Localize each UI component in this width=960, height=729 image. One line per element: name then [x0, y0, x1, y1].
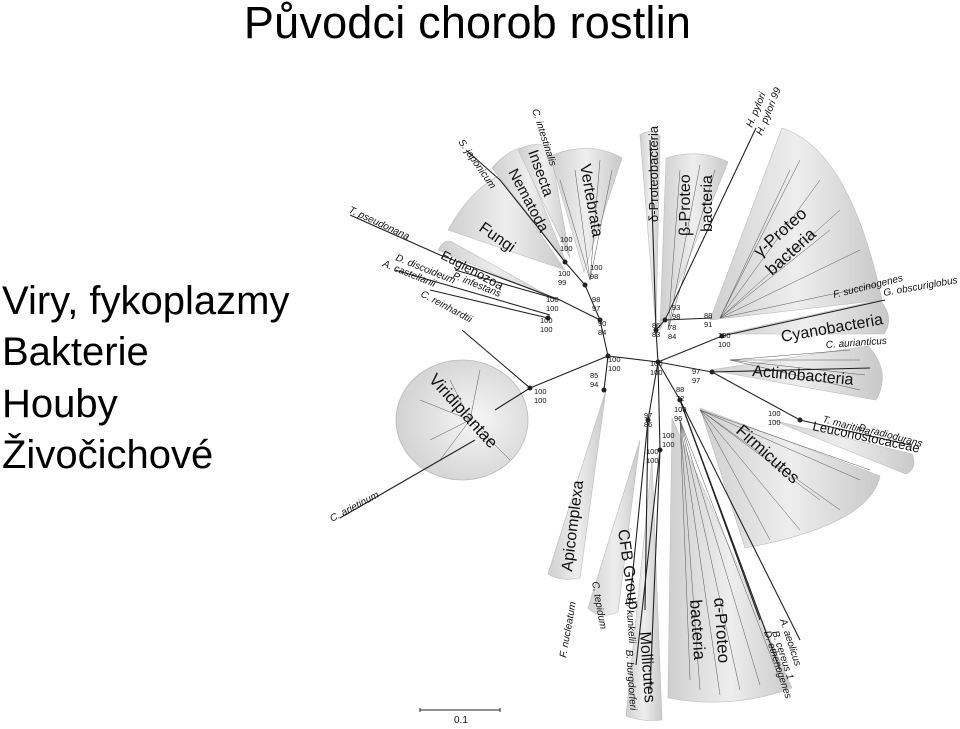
taxon-f-nucleatum: F. nucleatum — [558, 601, 579, 659]
clade-shading — [437, 127, 915, 721]
scale-label: 0.1 — [454, 715, 468, 726]
bootstrap-value: 78 — [668, 323, 676, 332]
taxon-s-japonicum: S. japonicum — [456, 137, 498, 191]
bootstrap-value: 100 — [662, 440, 675, 449]
insecta-cone — [517, 144, 571, 259]
bootstrap-value: 84 — [598, 328, 606, 337]
label-beta-bacteria: bacteria — [699, 175, 716, 232]
bootstrap-value: 100 — [560, 244, 573, 253]
bootstrap-value: 100 — [546, 304, 559, 313]
bootstrap-value: 100 — [650, 368, 663, 377]
bootstrap-value: 98 — [590, 272, 598, 281]
bootstrap-value: 100 — [540, 325, 553, 334]
bootstrap-values: 100 100 100 99 100 98 98 97 100 100 100 … — [534, 235, 781, 465]
viridiplantae-ellipse — [395, 359, 529, 481]
label-delta-proteobacteria: δ-Proteobacteria — [646, 125, 661, 222]
bootstrap-value: 100 — [768, 418, 781, 427]
leuco-cone — [771, 419, 915, 475]
bootstrap-value: 96 — [674, 414, 682, 423]
clade-rays — [419, 159, 876, 696]
label-alpha-bacteria: bacteria — [686, 599, 709, 661]
bootstrap-value: 97 — [692, 376, 700, 385]
taxon-c-arietinum: C. arietinum — [328, 490, 381, 525]
label-alpha-proteo: α-Proteo — [710, 597, 734, 664]
node-dots — [527, 259, 803, 453]
delta-cone — [639, 131, 661, 331]
bootstrap-value: 100 — [674, 405, 687, 414]
bullet-bacteria: Bakterie — [2, 330, 149, 374]
bootstrap-value: 98 — [672, 312, 680, 321]
bootstrap-value: 90 — [598, 319, 606, 328]
euglenozoa-cone — [437, 240, 557, 301]
bootstrap-value: 100 — [768, 409, 781, 418]
bullet-viruses: Viry, fykoplazmy — [2, 279, 290, 323]
bootstrap-value: 100 — [534, 387, 547, 396]
bootstrap-value: 91 — [704, 320, 712, 329]
bootstrap-value: 100 — [540, 316, 553, 325]
bootstrap-value: 100 — [590, 263, 603, 272]
bootstrap-value: 97 — [644, 411, 652, 420]
bootstrap-value: 100 — [718, 340, 731, 349]
bootstrap-value: 88 — [704, 311, 712, 320]
bootstrap-value: 86 — [652, 321, 660, 330]
bullet-fungi: Houby — [2, 382, 118, 426]
apicomplexa-cone — [547, 389, 607, 580]
bootstrap-value: 100 — [608, 355, 621, 364]
slide-title: Původci chorob rostlin — [243, 0, 692, 48]
bootstrap-value: 100 — [646, 447, 659, 456]
bootstrap-value: 99 — [558, 278, 566, 287]
bootstrap-value: 85 — [590, 371, 598, 380]
nematoda-cone — [491, 147, 567, 263]
firmicutes-cone — [699, 407, 881, 549]
cfb-cone — [587, 439, 641, 616]
taxon-b-burgdorferi: B. burgdorferi — [623, 649, 638, 711]
bootstrap-value: 100 — [558, 269, 571, 278]
bootstrap-value: 100 — [662, 431, 675, 440]
bootstrap-value: 84 — [668, 332, 676, 341]
bootstrap-value: 83 — [652, 330, 660, 339]
taxon-c-aurianticus: C. aurianticus — [825, 336, 887, 351]
bootstrap-value: 93 — [672, 303, 680, 312]
bootstrap-value: 100 — [646, 456, 659, 465]
bootstrap-value: 98 — [592, 295, 600, 304]
bootstrap-value: 100 — [608, 364, 621, 373]
bootstrap-value: 100 — [534, 396, 547, 405]
bootstrap-value: 86 — [644, 420, 652, 429]
taxon-t-pseudonana: T. pseudonana — [347, 205, 412, 243]
bootstrap-value: 94 — [590, 380, 598, 389]
bootstrap-value: 100 — [560, 235, 573, 244]
bootstrap-value: 97 — [592, 304, 600, 313]
actino-cone — [709, 345, 883, 401]
bootstrap-value: 97 — [692, 367, 700, 376]
bootstrap-value: 100 — [718, 331, 731, 340]
taxon-s-kunkelii: S. kunkelii — [623, 597, 637, 644]
label-mollicutes: Mollicutes — [636, 631, 658, 703]
bootstrap-value: 100 — [650, 359, 663, 368]
bullet-animals: Živočichové — [2, 433, 214, 477]
bootstrap-value: 72 — [676, 394, 684, 403]
bootstrap-value: 88 — [676, 385, 684, 394]
label-beta-proteo: β-Proteo — [677, 174, 694, 236]
scale-bar: 0.1 — [419, 708, 501, 726]
bootstrap-value: 100 — [546, 295, 559, 304]
gamma-cone — [709, 127, 883, 321]
vertebrata-cone — [549, 148, 623, 274]
